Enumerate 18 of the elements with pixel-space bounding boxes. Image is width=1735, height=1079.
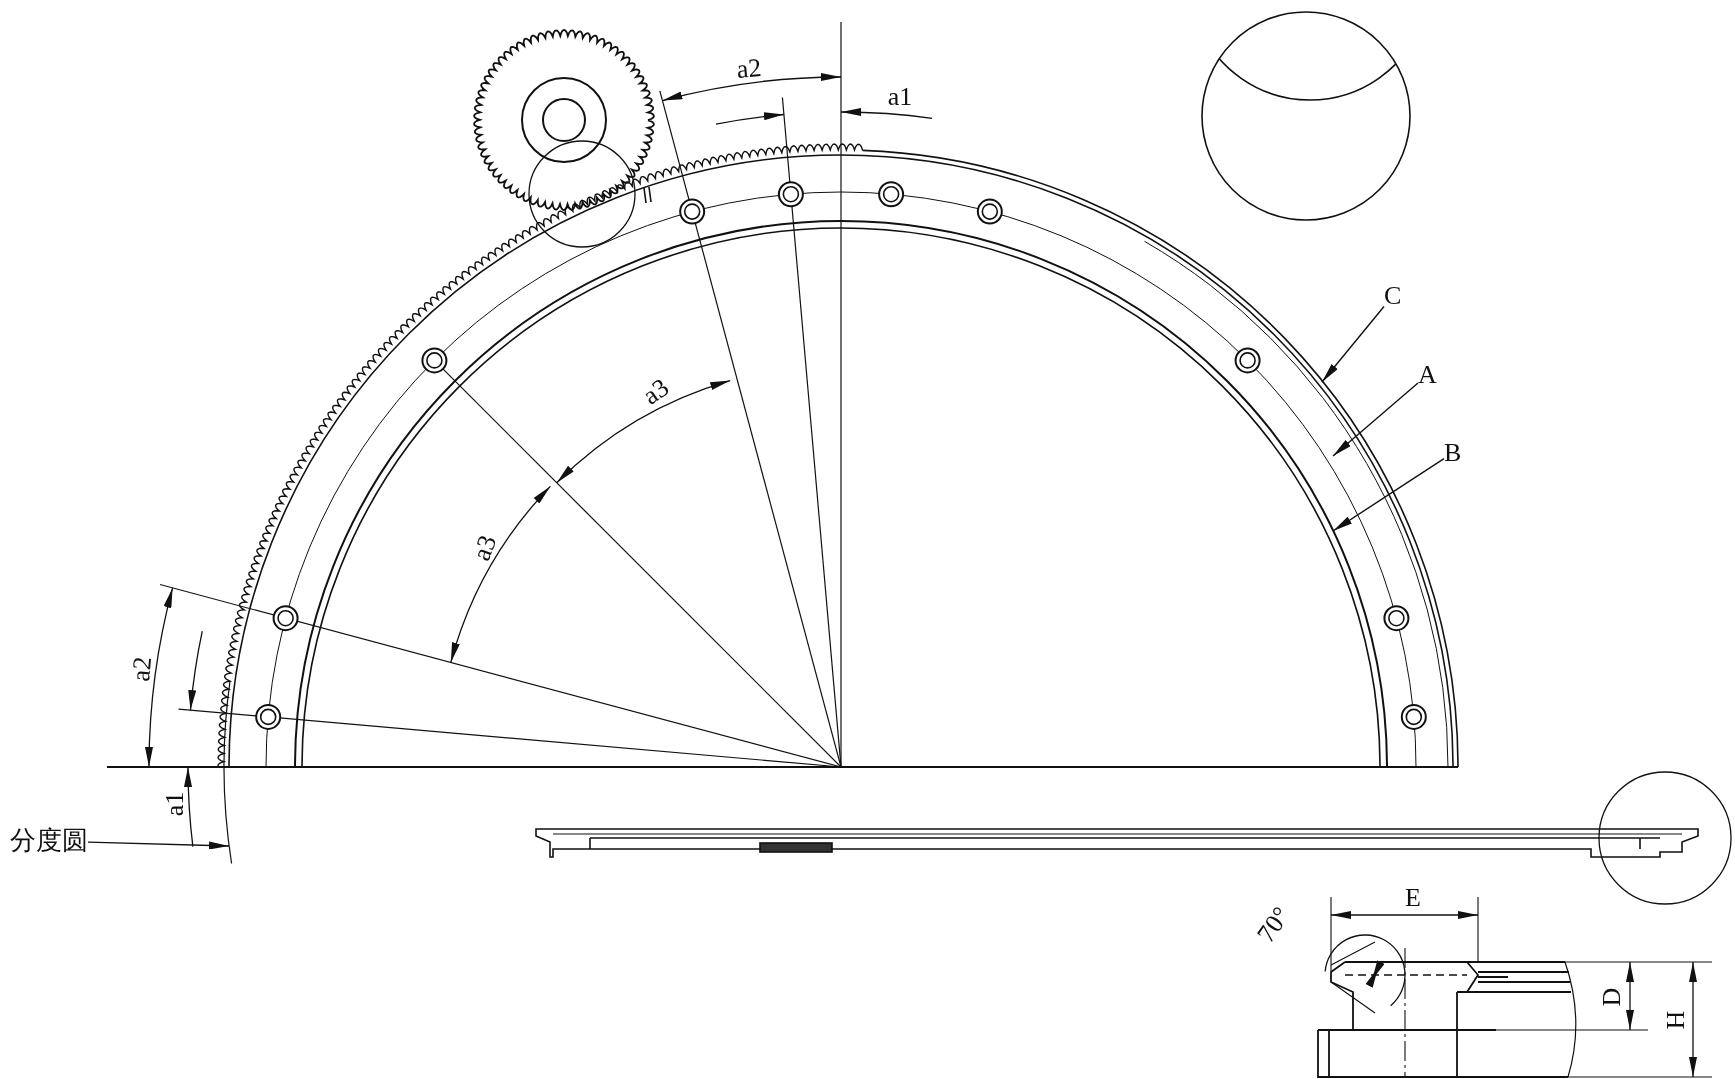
dimension-label: a3 — [468, 532, 502, 564]
leader-line — [1321, 305, 1385, 383]
dimension-label: 70° — [1252, 902, 1296, 948]
callout-label: A — [1418, 362, 1437, 388]
dimension-label: H — [1663, 1010, 1689, 1030]
callout-label: C — [1384, 283, 1402, 309]
callout-label: B — [1444, 440, 1462, 466]
dimension-label: a1 — [162, 791, 188, 817]
dimension-label: a3 — [638, 374, 674, 410]
dimension-label: a1 — [887, 84, 913, 110]
leader-line — [1332, 382, 1419, 457]
leader-line — [87, 841, 230, 850]
dimension-label: a2 — [735, 55, 763, 83]
leader-line — [1332, 457, 1445, 532]
dimension-label: D — [1599, 987, 1625, 1007]
callout-label: 分度圆 — [10, 828, 88, 854]
dimension-label: a2 — [128, 655, 156, 683]
dimension-label: E — [1405, 885, 1421, 911]
